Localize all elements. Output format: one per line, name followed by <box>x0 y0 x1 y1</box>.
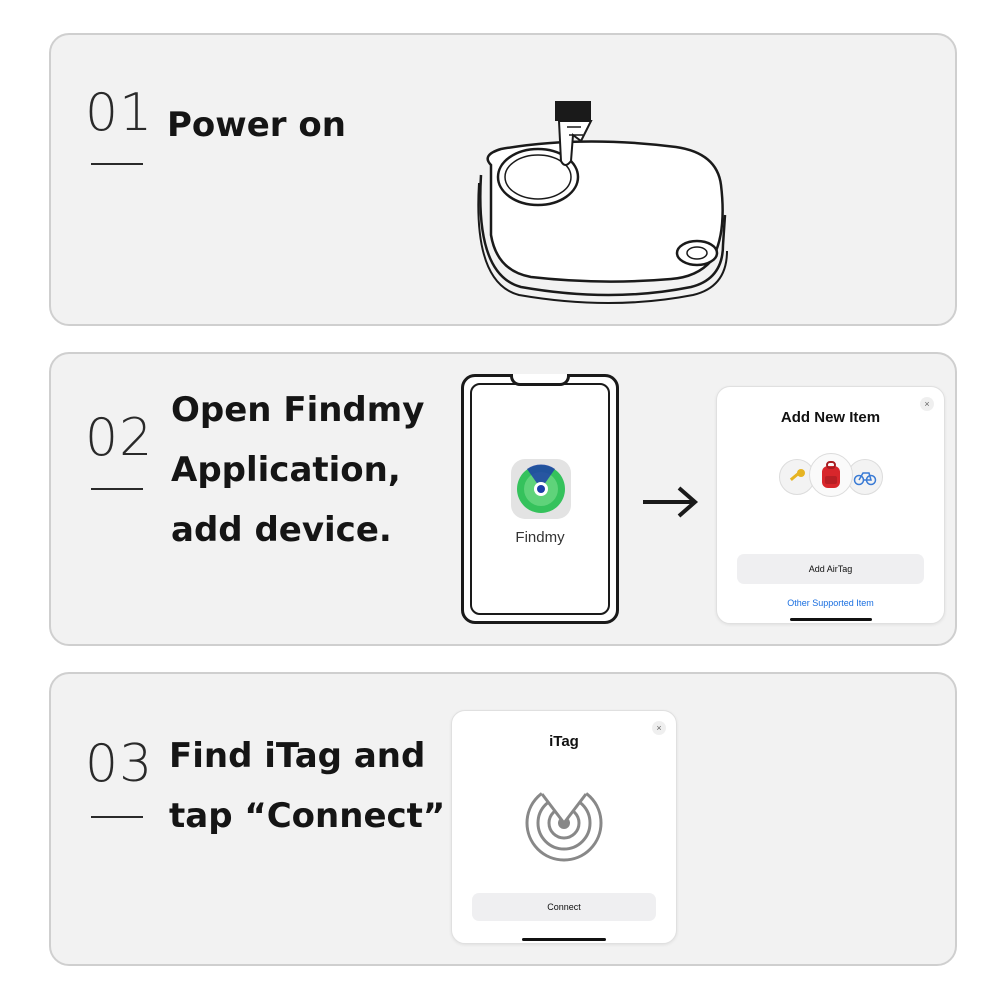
add-new-item-dialog: Add New Item × Add AirTag Other Supporte… <box>716 386 945 624</box>
itag-dialog: iTag × Connect <box>451 710 677 944</box>
step-title: Open Findmy Application, add device. <box>171 380 424 560</box>
dialog-title: iTag <box>549 733 579 750</box>
phone-illustration: Findmy <box>461 374 619 624</box>
backpack-icon <box>809 453 853 497</box>
step-title: Find iTag and tap “Connect” <box>169 726 445 846</box>
step-title-line: add device. <box>171 510 392 550</box>
findmy-radar-icon <box>517 464 565 513</box>
findmy-app-icon[interactable] <box>511 459 571 519</box>
step-number: 01 <box>85 83 154 143</box>
radar-icon <box>525 782 603 862</box>
close-icon[interactable]: × <box>652 721 666 735</box>
bicycle-icon <box>847 459 883 495</box>
other-supported-item-link[interactable]: Other Supported Item <box>787 598 874 608</box>
phone-notch <box>510 374 570 386</box>
add-airtag-button[interactable]: Add AirTag <box>737 554 924 584</box>
arrow-right-icon <box>643 486 699 518</box>
tracker-tag-illustration <box>477 101 728 304</box>
step-underline <box>91 163 143 165</box>
app-label: Findmy <box>515 529 565 546</box>
step-title-line: Open Findmy <box>171 390 425 430</box>
step-number: 03 <box>85 734 154 794</box>
dialog-title: Add New Item <box>780 409 881 426</box>
step-title-line: Find iTag and <box>169 736 426 776</box>
step-2-panel: 02 Open Findmy Application, add device. … <box>49 352 957 646</box>
step-title-line: Application, <box>171 450 401 490</box>
close-icon[interactable]: × <box>920 397 934 411</box>
home-indicator <box>790 618 872 621</box>
step-title-line: tap “Connect” <box>169 796 446 836</box>
home-indicator <box>522 938 606 941</box>
step-number: 02 <box>85 408 154 468</box>
step-1-panel: 01 Power on <box>49 33 957 326</box>
connect-button[interactable]: Connect <box>472 893 656 921</box>
step-title: Power on <box>167 105 346 145</box>
step-3-panel: 03 Find iTag and tap “Connect” iTag × Co… <box>49 672 957 966</box>
step-underline <box>91 488 143 490</box>
step-underline <box>91 816 143 818</box>
